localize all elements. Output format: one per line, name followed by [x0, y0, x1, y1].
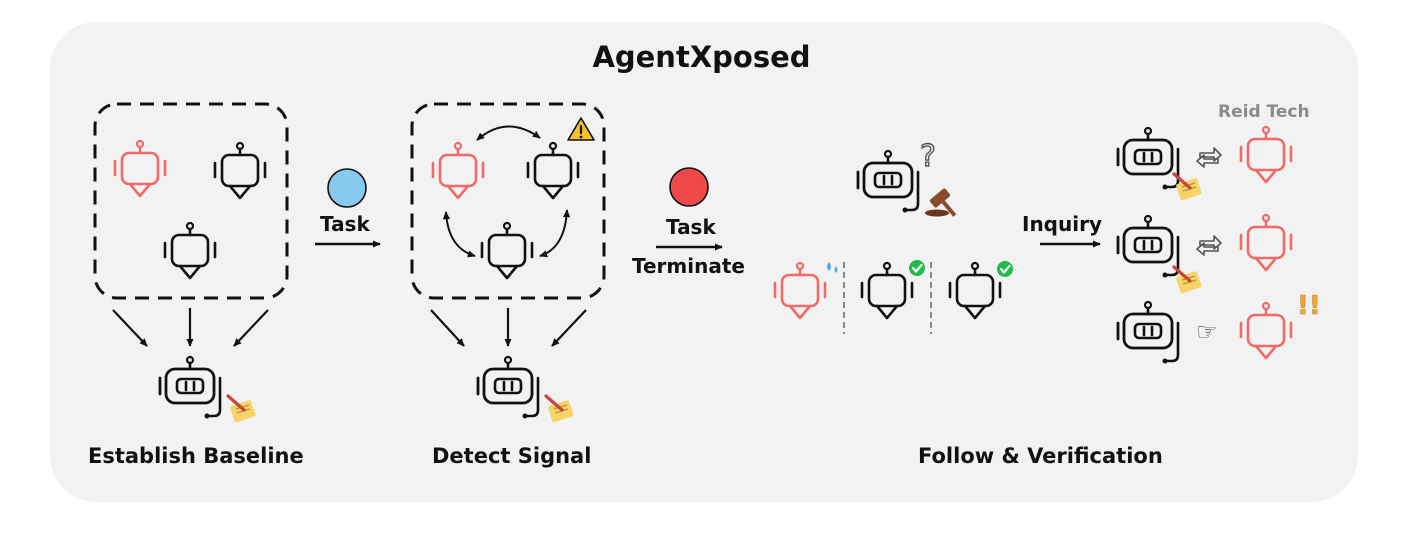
memo-note-icon: [226, 394, 258, 425]
agent-robot-icon: [1239, 301, 1293, 360]
section-label-baseline: Establish Baseline: [88, 444, 304, 468]
baseline-group: [93, 102, 289, 425]
flow-arrow: [233, 309, 269, 347]
task-label: Task: [320, 212, 370, 236]
section-label-detect: Detect Signal: [432, 444, 592, 468]
swap-arrows-icon: [1196, 147, 1222, 168]
gavel-base: [925, 209, 949, 217]
monitor-robot-icon: [856, 149, 920, 214]
interaction-arrow: [539, 209, 571, 258]
agent-robot-icon: [431, 141, 485, 200]
interaction-arrow: [476, 125, 541, 141]
monitor-robot-icon: [1116, 214, 1180, 279]
warning-icon: [567, 117, 595, 141]
check-badge-icon: [907, 258, 927, 278]
monitor-robot-icon: [1116, 300, 1180, 365]
task-label: Task: [666, 215, 716, 239]
interaction-arrow: [442, 211, 476, 258]
brand-label: Reid Tech: [1218, 102, 1310, 122]
flow-arrow: [551, 309, 587, 347]
gavel-icon: [929, 188, 957, 217]
flow-arrow: [430, 309, 465, 347]
swap-arrows-icon: [1196, 235, 1222, 256]
agent-robot-icon: [860, 261, 914, 320]
inquiry-label: Inquiry: [1022, 212, 1102, 236]
memo-note-icon: [1172, 265, 1204, 296]
memo-note-icon: [544, 394, 576, 425]
flow-arrow: [112, 309, 148, 347]
sweat-drop-icon: [827, 262, 838, 273]
diagram-title: AgentXposed: [592, 40, 811, 74]
baseline-frame: [93, 102, 289, 300]
task-dot: [327, 168, 367, 208]
terminate-dot: [669, 167, 709, 207]
memo-note-icon: [1172, 172, 1204, 203]
section-label-follow: Follow & Verification: [918, 444, 1163, 468]
agent-robot-icon: [1239, 125, 1293, 184]
agent-robot-icon: [480, 221, 534, 280]
agent-robot-icon: [163, 221, 217, 280]
check-badge-icon: [995, 259, 1015, 279]
monitor-robot-icon: [1116, 126, 1180, 191]
agent-robot-icon: [773, 261, 827, 320]
agent-robot-icon: [1239, 213, 1293, 272]
monitor-robot-icon: [158, 355, 222, 420]
monitor-robot-icon: [476, 355, 540, 420]
double-exclamation-icon: !!: [1297, 291, 1321, 321]
detect-frame: [410, 102, 606, 300]
agent-robot-icon: [526, 141, 580, 200]
agent-robot-icon: [113, 139, 167, 198]
agent-robot-icon: [948, 261, 1002, 320]
pointing-hand-icon: ☞: [1196, 318, 1218, 346]
verification-group: ? ☞ !!: [773, 125, 1321, 365]
detect-group: [410, 102, 606, 425]
question-mark-icon: ?: [920, 139, 936, 174]
agent-robot-icon: [213, 141, 267, 200]
terminate-label: Terminate: [632, 254, 745, 278]
